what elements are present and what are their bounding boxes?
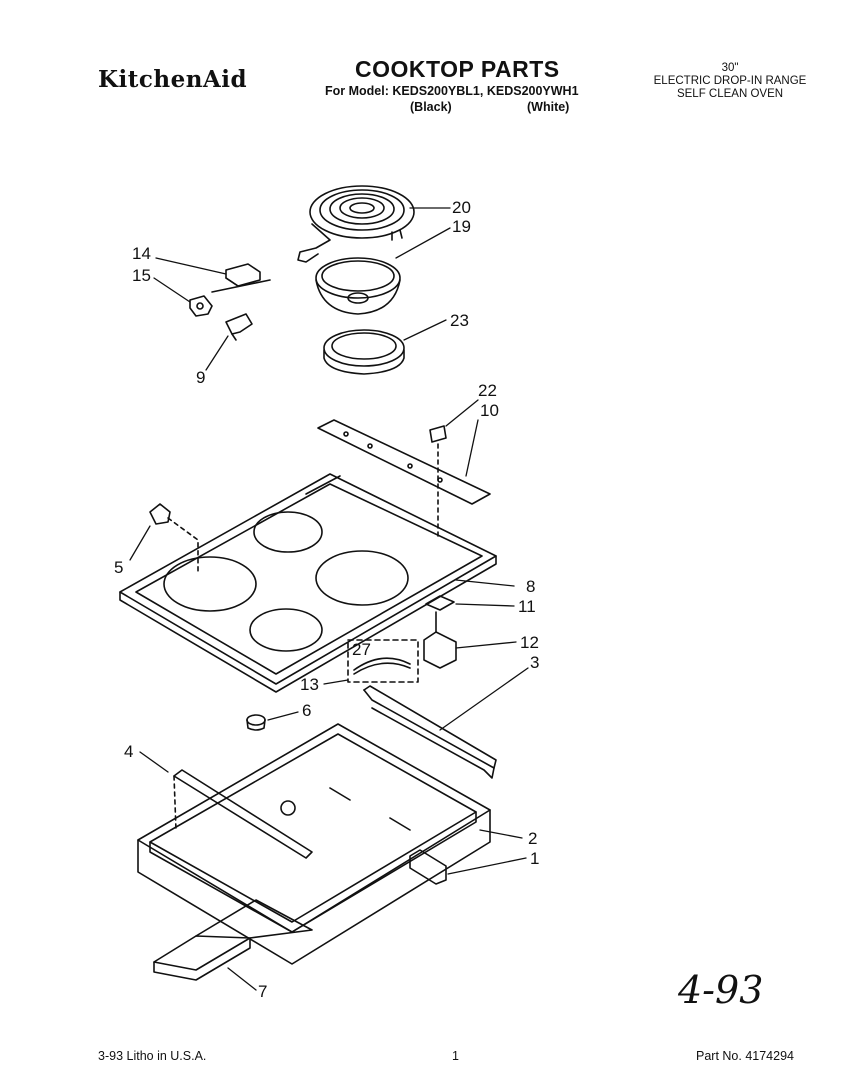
callout-15: 15 <box>132 266 151 285</box>
handwritten-date: 4-93 <box>678 968 764 1012</box>
product-size: 30" <box>721 62 739 74</box>
burner-box-part <box>137 723 491 965</box>
cooktop-part <box>119 473 497 693</box>
switch-bracket-part <box>425 595 455 611</box>
leader-4 <box>139 751 169 773</box>
leader-12 <box>455 641 517 649</box>
litho-note: 3-93 Litho in U.S.A. <box>98 1049 207 1063</box>
brand-logo: KitchenAid <box>98 66 248 93</box>
leader-14 <box>155 257 227 275</box>
leader-3 <box>439 667 529 731</box>
callout-23: 23 <box>450 311 469 330</box>
switch-part <box>423 611 457 669</box>
callout-22: 22 <box>478 381 497 400</box>
callout-13: 13 <box>300 675 319 694</box>
callout-1: 1 <box>530 849 540 868</box>
leader-22 <box>445 399 479 427</box>
product-line-1: ELECTRIC DROP-IN RANGE <box>653 75 807 87</box>
leader-2 <box>479 829 523 839</box>
leader-15 <box>153 277 191 303</box>
leader-19 <box>395 227 451 259</box>
leader-lines <box>129 207 529 991</box>
wiring-harness-part <box>347 639 419 683</box>
callout-9: 9 <box>196 368 206 387</box>
leader-6 <box>267 711 299 721</box>
support-rail-part <box>173 769 313 859</box>
leader-13 <box>323 679 349 685</box>
leader-8 <box>455 579 515 587</box>
callout-6: 6 <box>302 701 312 720</box>
callout-27: 27 <box>352 640 371 659</box>
product-description: 30" ELECTRIC DROP-IN RANGE SELF CLEAN OV… <box>640 62 820 101</box>
callout-4: 4 <box>124 742 134 761</box>
callout-14: 14 <box>132 244 151 263</box>
callout-11: 11 <box>518 597 536 616</box>
leader-1 <box>447 857 527 875</box>
receptacle-bracket-part <box>211 263 271 293</box>
part-number: Part No. 4174294 <box>696 1049 794 1063</box>
callout-3: 3 <box>530 653 540 672</box>
drip-bowl-part <box>315 257 401 315</box>
callout-12: 12 <box>520 633 539 652</box>
leader-10 <box>465 419 479 477</box>
channel-part <box>153 899 313 981</box>
callout-10: 10 <box>480 401 499 420</box>
grommet-part <box>246 714 266 731</box>
callout-2: 2 <box>528 829 538 848</box>
leader-9 <box>205 335 229 371</box>
receptacle-part <box>189 295 213 317</box>
callout-5: 5 <box>114 558 124 577</box>
variant-black-label: (Black) <box>410 100 452 114</box>
callout-8: 8 <box>526 577 536 596</box>
product-line-2: SELF CLEAN OVEN <box>676 88 784 100</box>
surface-element-part <box>297 185 415 263</box>
page-number: 1 <box>452 1049 459 1063</box>
leader-5 <box>129 525 151 561</box>
knob-part <box>149 503 199 575</box>
leader-11 <box>455 603 515 607</box>
leader-7 <box>227 967 257 991</box>
heat-shield-part <box>363 685 497 779</box>
variant-white-label: (White) <box>527 100 570 114</box>
leader-23 <box>403 319 447 341</box>
callout-7: 7 <box>258 982 268 1001</box>
callout-20: 20 <box>452 198 471 217</box>
knob-insert-part <box>429 425 447 541</box>
mounting-bracket-part <box>409 849 447 885</box>
callout-19: 19 <box>452 217 471 236</box>
receptacle-clip-part <box>225 313 253 341</box>
model-line: For Model: KEDS200YBL1, KEDS200YWH1 <box>325 84 579 98</box>
page-title: COOKTOP PARTS <box>355 56 560 82</box>
trim-ring-part <box>323 329 405 375</box>
